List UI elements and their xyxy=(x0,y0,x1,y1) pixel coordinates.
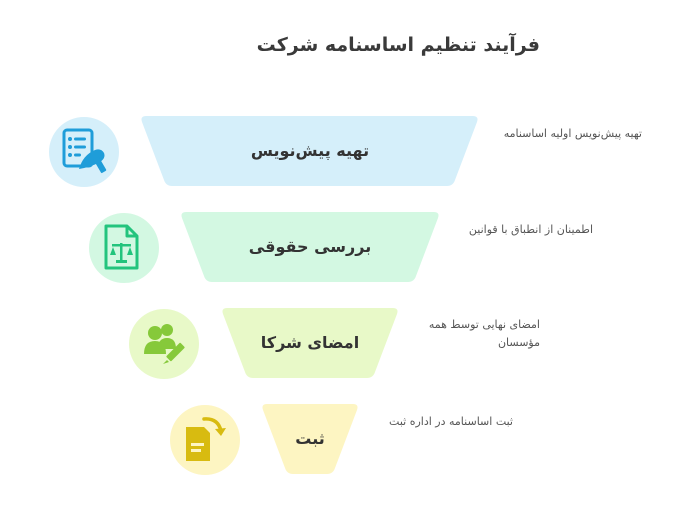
diagram-title: فرآیند تنظیم اساسنامه شرکت xyxy=(256,34,540,56)
stage-1-label: تهیه پیش‌نویس xyxy=(250,141,370,160)
stage-3-description: امضای نهایی توسط همه مؤسسان xyxy=(428,318,540,349)
stage-4-description: ثبت اساسنامه در اداره ثبت xyxy=(389,415,513,428)
stage-1-description: تهیه پیش‌نویس اولیه اساسنامه xyxy=(503,127,642,140)
users-sign-icon xyxy=(129,309,199,379)
funnel-stage-4-shape xyxy=(262,404,358,474)
document-forward-icon xyxy=(170,405,240,475)
document-edit-icon xyxy=(49,117,119,187)
stage-3-label: امضای شرکا xyxy=(260,333,360,352)
stage-2-label: بررسی حقوقی xyxy=(248,237,372,256)
funnel-stage-2-shape xyxy=(181,212,439,282)
funnel-stage-1-shape xyxy=(141,116,478,186)
legal-document-scale-icon xyxy=(89,213,159,283)
funnel-stage-3-shape xyxy=(222,308,398,378)
stage-2-description: اطمینان از انطباق با قوانین xyxy=(468,223,593,236)
stage-4-label: ثبت xyxy=(295,429,325,448)
